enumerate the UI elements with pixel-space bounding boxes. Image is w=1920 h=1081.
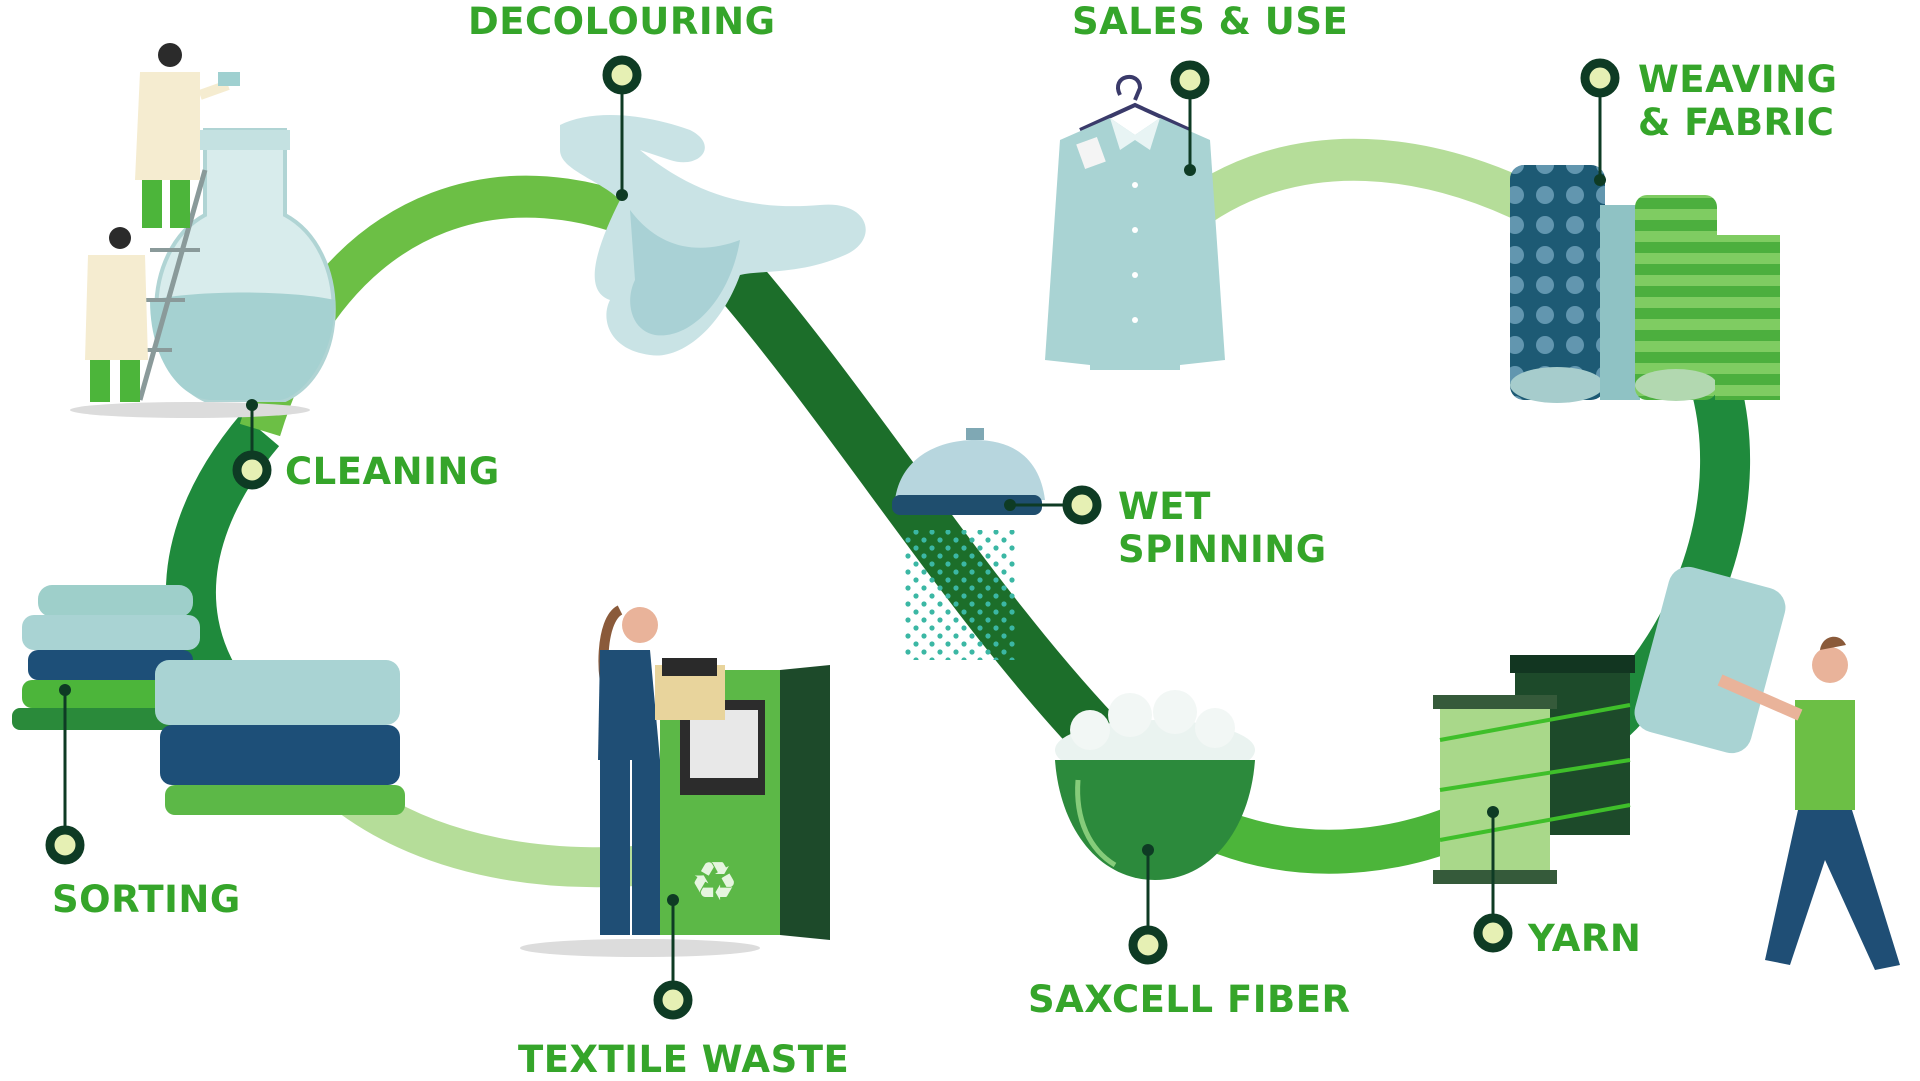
label-textile-waste: TEXTILE WASTE: [518, 1038, 850, 1081]
label-weaving-fabric: WEAVING & FABRIC: [1638, 58, 1837, 144]
marker-weaving-fabric: [1580, 58, 1620, 98]
step-markers: [45, 55, 1620, 1020]
marker-textile-waste: [653, 980, 693, 1020]
shirt-on-hanger-icon: [1045, 74, 1225, 370]
label-weaving-fabric-line2: & FABRIC: [1638, 101, 1835, 144]
label-sales-use: SALES & USE: [1072, 0, 1349, 43]
marker-saxcell-fiber: [1128, 925, 1168, 965]
fiber-bowl-icon: [1055, 690, 1255, 880]
label-weaving-fabric-line1: WEAVING: [1638, 58, 1838, 101]
marker-sorting: [45, 825, 85, 865]
marker-wet-spinning: [1062, 485, 1102, 525]
label-wet-spinning-line2: SPINNING: [1118, 528, 1327, 571]
faucet-splash-icon: [560, 114, 866, 356]
label-decolouring: DECOLOURING: [468, 0, 776, 43]
label-wet-spinning: WET SPINNING: [1118, 485, 1327, 571]
shower-head-icon: [892, 428, 1045, 660]
marker-cleaning: [232, 450, 272, 490]
label-cleaning: CLEANING: [285, 450, 500, 493]
recycling-bin-icon: ♻: [520, 605, 830, 957]
marker-decolouring: [602, 55, 642, 95]
label-saxcell-fiber: SAXCELL FIBER: [1028, 978, 1351, 1021]
lab-flask-workers-icon: [70, 43, 336, 418]
loop-segment-top-right: [1166, 138, 1571, 239]
fabric-rolls-icon: [1510, 165, 1780, 403]
label-sorting: SORTING: [52, 878, 241, 921]
man-carrying-yarn-icon: [1634, 566, 1900, 970]
marker-sales-use: [1170, 60, 1210, 100]
label-yarn: YARN: [1528, 917, 1642, 960]
yarn-spools-icon: [1433, 655, 1635, 884]
marker-yarn: [1473, 913, 1513, 953]
loop-segment-diagonal: [709, 252, 1140, 780]
svg-text:♻: ♻: [690, 850, 738, 913]
label-wet-spinning-line1: WET: [1118, 485, 1211, 528]
